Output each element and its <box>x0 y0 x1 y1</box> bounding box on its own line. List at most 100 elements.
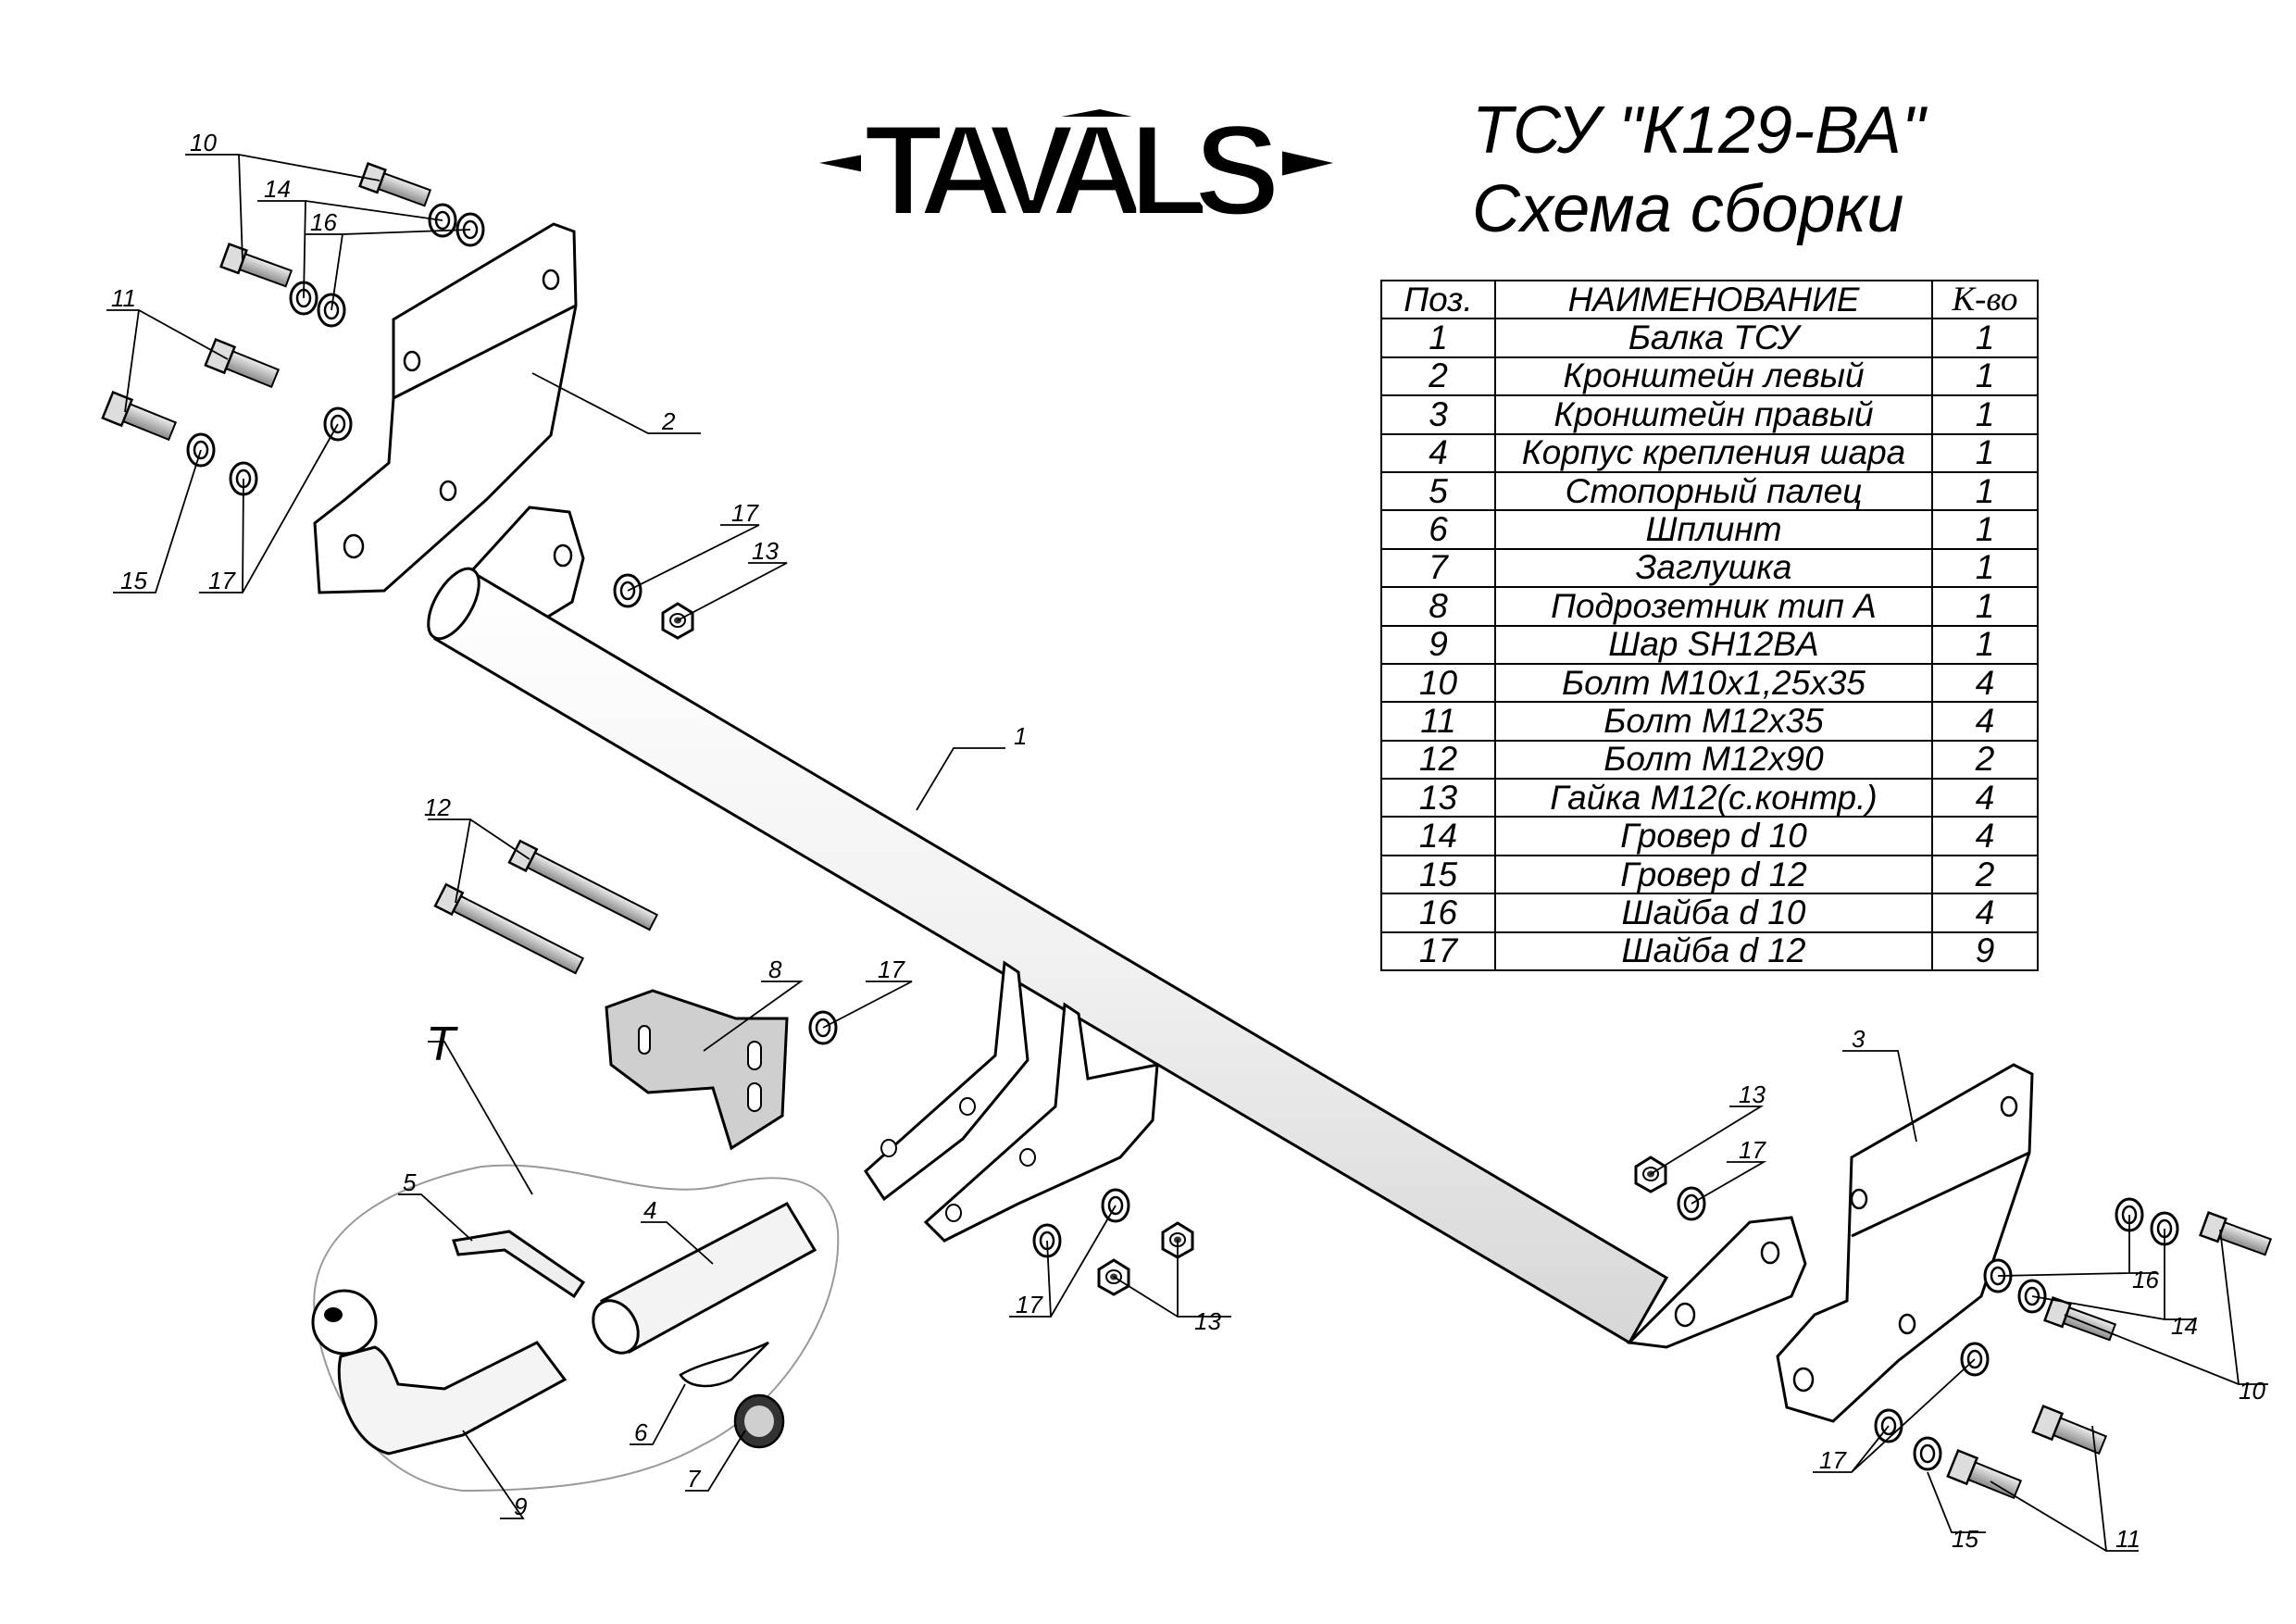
header-name: НАИМЕНОВАНИЕ <box>1494 279 1933 320</box>
cell-pos: 10 <box>1380 662 1496 704</box>
callout-17: 17 <box>878 956 905 983</box>
callout-8: 8 <box>768 956 782 983</box>
leader-lines <box>106 154 2268 1552</box>
callout-numbers: 10 14 16 11 15 17 2 1 3 17 13 12 8 17 T … <box>111 129 2265 1553</box>
right-bracket <box>1776 1063 2034 1423</box>
logo-text: TAVALS <box>864 97 1280 243</box>
cell-qty: 2 <box>1931 739 2039 781</box>
callout-T: T <box>426 1018 458 1071</box>
cell-pos: 17 <box>1380 931 1496 972</box>
callout-15: 15 <box>120 567 147 594</box>
cell-qty: 1 <box>1931 586 2039 627</box>
callout-4: 4 <box>643 1196 656 1224</box>
cell-qty: 4 <box>1931 778 2039 818</box>
callout-2: 2 <box>661 407 676 435</box>
callout-11: 11 <box>111 284 136 312</box>
cell-qty: 1 <box>1931 509 2039 550</box>
callout-11: 11 <box>2115 1525 2140 1553</box>
socket-plate <box>605 989 789 1151</box>
tow-beam <box>427 506 1807 1349</box>
callout-13: 13 <box>752 537 779 565</box>
cell-name: Кронштейн правый <box>1494 394 1933 435</box>
cell-pos: 5 <box>1380 470 1496 512</box>
callout-3: 3 <box>1852 1025 1866 1053</box>
cell-pos: 16 <box>1380 893 1496 933</box>
bolts <box>101 162 2273 1500</box>
callout-14: 14 <box>2171 1312 2198 1340</box>
cell-qty: 1 <box>1931 432 2039 473</box>
drawing-title: ТСУ "К129-ВА" <box>1472 94 1926 168</box>
cell-pos: 2 <box>1380 356 1496 397</box>
callout-12: 12 <box>424 793 451 821</box>
cell-pos: 6 <box>1380 509 1496 550</box>
left-bracket <box>313 222 578 594</box>
cell-name: Корпус крепления шара <box>1494 432 1933 473</box>
cell-qty: 2 <box>1931 854 2039 895</box>
cell-qty: 4 <box>1931 701 2039 742</box>
table-header-row: Поз. НАИМЕНОВАНИЕ К-во <box>1380 279 2039 320</box>
callout-13: 13 <box>1739 1081 1766 1108</box>
callout-16: 16 <box>2132 1266 2159 1293</box>
cell-name: Кронштейн левый <box>1494 356 1933 397</box>
cell-qty: 9 <box>1931 931 2039 972</box>
cell-pos: 9 <box>1380 624 1496 665</box>
callout-5: 5 <box>403 1168 417 1196</box>
cell-name: Болт М10х1,25х35 <box>1494 662 1933 704</box>
cell-qty: 4 <box>1931 893 2039 933</box>
ball-kit <box>311 1164 840 1493</box>
cell-qty: 1 <box>1931 470 2039 512</box>
drawing-subtitle: Схема сборки <box>1472 172 1904 246</box>
cell-name: Гровер d 10 <box>1494 816 1933 856</box>
callout-17: 17 <box>1016 1291 1043 1318</box>
cell-qty: 4 <box>1931 662 2039 704</box>
cell-pos: 3 <box>1380 394 1496 435</box>
cell-pos: 7 <box>1380 547 1496 589</box>
callout-17: 17 <box>1739 1136 1766 1164</box>
header-pos: Поз. <box>1380 279 1496 320</box>
cell-pos: 4 <box>1380 432 1496 473</box>
cell-pos: 15 <box>1380 854 1496 895</box>
cell-pos: 13 <box>1380 778 1496 818</box>
cell-name: Заглушка <box>1494 547 1933 589</box>
cell-name: Шайба d 10 <box>1494 893 1933 933</box>
tavals-logo: TAVALS <box>819 95 1333 244</box>
cell-name: Гайка М12(с.контр.) <box>1494 778 1933 818</box>
cell-name: Гровер d 12 <box>1494 854 1933 895</box>
callout-17: 17 <box>208 567 236 594</box>
header-qty: К-во <box>1931 279 2039 320</box>
callout-6: 6 <box>634 1418 648 1446</box>
cell-name: Шайба d 12 <box>1494 931 1933 972</box>
cell-pos: 11 <box>1380 701 1496 742</box>
cell-pos: 1 <box>1380 318 1496 358</box>
callout-9: 9 <box>514 1493 527 1520</box>
cell-name: Подрозетник тип А <box>1494 586 1933 627</box>
cell-qty: 4 <box>1931 816 2039 856</box>
cell-name: Балка ТСУ <box>1494 318 1933 358</box>
cell-qty: 1 <box>1931 547 2039 589</box>
callout-1: 1 <box>1014 722 1027 750</box>
callout-13: 13 <box>1194 1307 1221 1335</box>
cell-pos: 8 <box>1380 586 1496 627</box>
callout-10: 10 <box>2239 1377 2265 1405</box>
callout-17: 17 <box>731 499 759 527</box>
cell-name: Шплинт <box>1494 509 1933 550</box>
cell-pos: 14 <box>1380 816 1496 856</box>
cell-qty: 1 <box>1931 394 2039 435</box>
cell-name: Болт М12х90 <box>1494 739 1933 781</box>
cell-name: Стопорный палец <box>1494 470 1933 512</box>
